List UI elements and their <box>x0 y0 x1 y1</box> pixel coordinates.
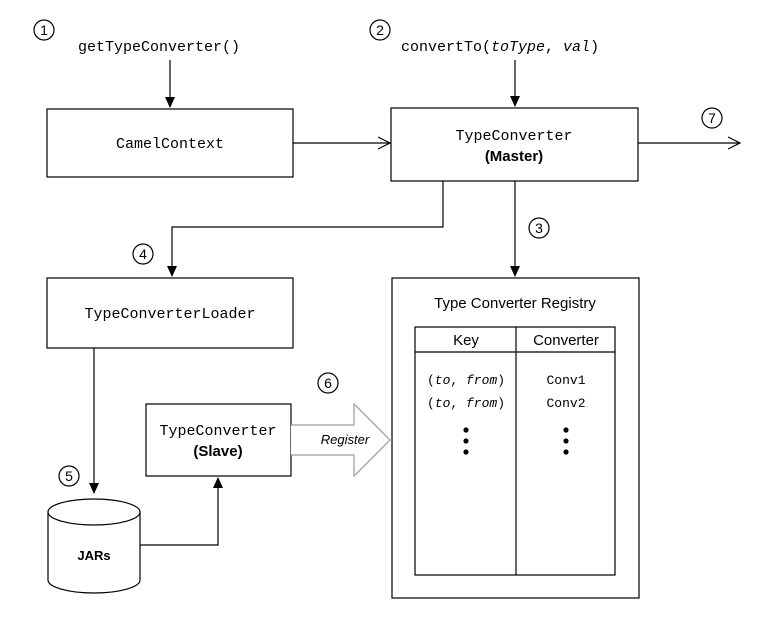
jars-cylinder: JARs <box>47 498 141 594</box>
conv-dot-3 <box>563 449 569 455</box>
arrow-master-to-loader <box>167 181 444 277</box>
step-5-circle <box>58 465 80 487</box>
camelcontext-label: CamelContext <box>116 136 224 153</box>
convert-to-close: ) <box>590 39 599 56</box>
step-6-circle <box>317 372 339 394</box>
row-1-comma: , <box>450 373 466 388</box>
row-2-to: to <box>435 396 451 411</box>
row-1-to: to <box>435 373 451 388</box>
step-7-label: 7 <box>701 107 723 129</box>
master-converter-box <box>390 107 639 182</box>
registry-row-2-converter: Conv2 <box>546 396 585 411</box>
convert-to-separator: , <box>545 39 563 56</box>
step-7-number: 7 <box>708 110 716 126</box>
conv-dot-1 <box>563 427 569 433</box>
jars-cylinder-body <box>47 512 141 594</box>
registry-row-1-converter: Conv1 <box>546 373 585 388</box>
key-dot-1 <box>463 427 469 433</box>
step-5-label: 5 <box>58 465 80 487</box>
registry-header-key: Key <box>453 332 479 349</box>
step-1-label: 1 <box>33 19 55 41</box>
convert-to-arg-totype: toType <box>491 39 545 56</box>
step-4-label: 4 <box>132 243 154 265</box>
step-2-circle <box>369 19 391 41</box>
row-1-from: from <box>466 373 497 388</box>
register-label: Register <box>321 432 370 447</box>
conv-dot-2 <box>563 438 569 444</box>
key-dot-3 <box>463 449 469 455</box>
arrow-jars-to-slave <box>140 477 223 546</box>
registry-table <box>414 326 616 576</box>
convert-to-call: convertTo(toType, val) <box>401 39 599 56</box>
step-7-circle <box>701 107 723 129</box>
master-converter-role: (Master) <box>485 148 543 165</box>
convert-to-arg-val: val <box>563 39 590 56</box>
row-2-comma: , <box>450 396 466 411</box>
master-converter-name: TypeConverter <box>455 128 572 145</box>
step-5-number: 5 <box>65 468 73 484</box>
registry-row-2-key: (to, from) <box>427 396 505 411</box>
step-6-number: 6 <box>324 375 332 391</box>
registry-row-1-key: (to, from) <box>427 373 505 388</box>
step-4-circle <box>132 243 154 265</box>
slave-converter-name: TypeConverter <box>159 423 276 440</box>
key-dot-2 <box>463 438 469 444</box>
step-1-number: 1 <box>40 22 48 38</box>
loader-box <box>46 277 294 349</box>
slave-converter-role: (Slave) <box>193 443 242 460</box>
step-1-circle <box>33 19 55 41</box>
step-3-circle <box>528 217 550 239</box>
row-2-from: from <box>466 396 497 411</box>
camelcontext-box <box>46 108 294 178</box>
row-1-open: ( <box>427 373 435 388</box>
slave-converter-box <box>145 403 292 477</box>
row-1-close: ) <box>497 373 505 388</box>
registry-header-converter: Converter <box>533 332 599 349</box>
registry-key-ellipsis <box>463 427 469 455</box>
row-2-close: ) <box>497 396 505 411</box>
step-4-number: 4 <box>139 246 147 262</box>
step-2-number: 2 <box>376 22 384 38</box>
row-2-open: ( <box>427 396 435 411</box>
get-type-converter-call: getTypeConverter() <box>78 39 240 56</box>
convert-to-name: convertTo( <box>401 39 491 56</box>
step-6-label: 6 <box>317 372 339 394</box>
register-block-arrow <box>291 402 391 478</box>
jars-cylinder-top <box>47 498 141 526</box>
step-3-number: 3 <box>535 220 543 236</box>
step-3-label: 3 <box>528 217 550 239</box>
step-2-label: 2 <box>369 19 391 41</box>
registry-title: Type Converter Registry <box>434 295 596 312</box>
registry-converter-ellipsis <box>563 427 569 455</box>
jars-label: JARs <box>77 548 110 563</box>
loader-label: TypeConverterLoader <box>84 306 255 323</box>
